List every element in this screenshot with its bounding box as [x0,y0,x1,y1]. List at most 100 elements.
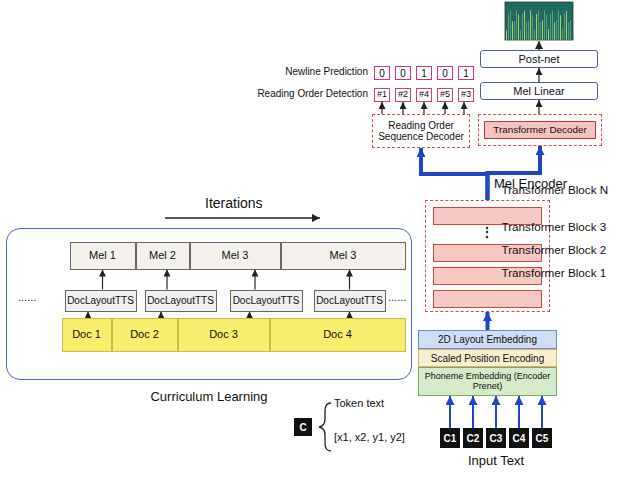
iterations-arrow [165,217,320,218]
connector [381,102,382,114]
spectrogram-stroke [518,15,519,40]
spectrogram-stroke [560,15,561,40]
spectrogram-stroke [556,20,557,40]
connector [495,396,497,428]
mel-box: Mel 3 [190,242,281,270]
connector [518,396,520,428]
spectrogram-stroke [548,29,549,40]
spectrogram-stroke [508,14,509,40]
node-text: C [299,422,306,433]
node-text: Reading Order Sequence Decoder [375,120,467,142]
output-arrow [538,41,539,50]
document-box: Doc 4 [270,318,406,352]
node-text: DocLayoutTTS [147,295,214,306]
newline-flag: 1 [458,66,474,80]
connector [463,102,464,114]
token-box: C5 [532,428,552,448]
node-text: DocLayoutTTS [67,295,134,306]
node-text: 0 [400,68,406,79]
node-text: Doc 1 [72,328,101,340]
order-index: #4 [416,88,432,102]
node-text: Mel 3 [330,249,357,261]
spectrogram-texture [507,10,571,40]
spectrogram-stroke [558,10,559,40]
token-box: C3 [486,428,506,448]
node-text: Transformer Block 2 [502,244,607,257]
spectrogram [505,2,573,40]
spectrogram-stroke [534,29,535,40]
model-box: DocLayoutTTS [314,290,386,312]
ellipsis-mark: ⋮ [481,226,493,240]
model-box: DocLayoutTTS [145,290,217,312]
node-text: C3 [490,433,503,444]
spectrogram-stroke [514,21,515,40]
model-box: DocLayoutTTS [65,290,137,312]
token-box: C [294,418,312,436]
spectrogram-stroke [564,14,565,40]
node-text: Transformer Block 1 [502,267,607,280]
connector [538,100,539,114]
node-text: 1 [421,68,427,79]
node-text: Mel 3 [222,249,249,261]
node-text: Doc 2 [130,328,159,340]
spectrogram-stroke [552,11,553,40]
decoder-box: Reading Order Sequence Decoder [372,114,470,148]
node-text: Doc 4 [323,328,352,340]
node-text: Transformer Block 3 [502,221,607,234]
token-box: C2 [463,428,483,448]
node-text: 0 [442,68,448,79]
spectrogram-stroke [546,15,547,40]
node-text: 0 [379,68,385,79]
node-text: #1 [377,90,387,100]
transformer-block: Transformer Block 1 [433,290,542,308]
order-index: #5 [437,88,453,102]
document-box: Doc 3 [178,318,270,352]
spectrogram-stroke [526,22,527,40]
connector [423,102,424,114]
embedding-layer: Phoneme Embedding (Encoder Prenet) [418,367,557,396]
node-text: #2 [398,90,408,100]
encoder-group: Mel EncoderTransformer Block NTransforme… [425,200,550,312]
order-index: #2 [395,88,411,102]
node-text: Transformer Block N [502,184,609,197]
node-text: C1 [444,433,457,444]
newline-flag: 0 [374,66,390,80]
spectrogram-stroke [542,21,543,40]
mel-box: Mel 1 [70,242,136,270]
order-index: #3 [458,88,474,102]
document-box: Doc 2 [112,318,178,352]
connector [349,270,350,290]
spectrogram-stroke [528,21,529,40]
node-text: 1 [463,68,469,79]
spectrogram-stroke [532,15,533,40]
token-box: C1 [440,428,460,448]
node-text: #5 [440,90,450,100]
process-box: Mel Linear [480,82,598,100]
connector [402,102,403,114]
node-text: #4 [419,90,429,100]
spectrogram-stroke [510,11,511,40]
connector [421,148,488,200]
annotation-label: Iterations [205,195,263,211]
annotation-label: Input Text [468,454,524,469]
connector [486,312,490,330]
node-text: C5 [536,433,549,444]
bracket [319,403,331,451]
spectrogram-stroke [562,29,563,40]
embedding-layer: Scaled Position Encoding [418,349,557,367]
node-text: Post-net [519,53,560,65]
node-text: DocLayoutTTS [316,295,383,306]
document-box: Doc 1 [62,318,112,352]
curriculum-panel: Curriculum LearningMel 1Mel 2Mel 3Mel 3D… [6,228,412,380]
node-text: Mel 2 [149,249,176,261]
spectrogram-stroke [554,22,555,40]
newline-flag: 0 [437,66,453,80]
spectrogram-stroke [568,23,569,40]
mel-box: Mel 3 [281,242,406,270]
spectrogram-stroke [566,11,567,40]
connector [472,396,474,428]
newline-flag: 0 [395,66,411,80]
annotation-label: Token text [334,397,384,410]
spectrogram-stroke [522,14,523,40]
